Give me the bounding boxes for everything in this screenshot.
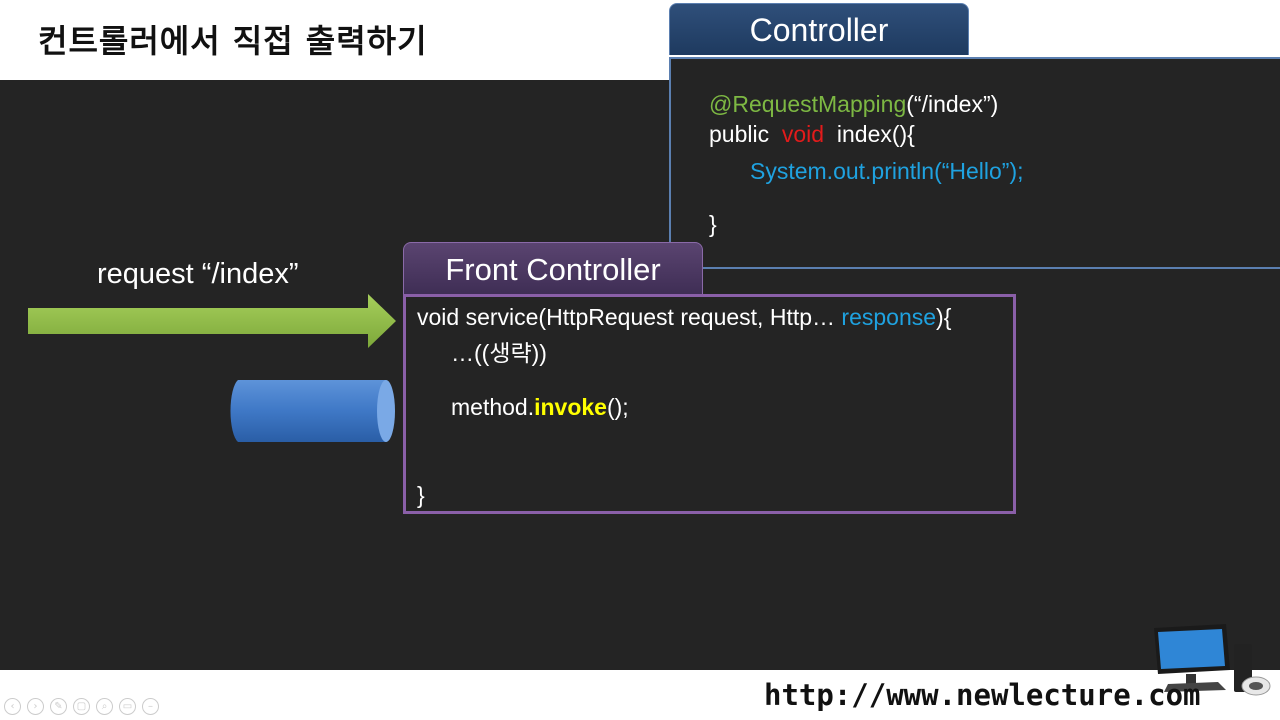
front-controller-tab: Front Controller [403, 242, 703, 294]
method-signature: index(){ [836, 121, 915, 147]
keyword-void: void [781, 121, 825, 147]
cylinder-icon [230, 380, 395, 442]
code-line-service: void service(HttpRequest request, Http… … [417, 304, 951, 331]
zoom-icon[interactable]: ⌕ [96, 698, 113, 715]
service-open-brace: ){ [936, 304, 952, 330]
controller-tab: Controller [669, 3, 969, 55]
arrow-right-icon [28, 294, 396, 348]
annotation-text: @RequestMapping [709, 91, 907, 117]
invoke-method: invoke [534, 394, 607, 420]
invoke-object: method. [451, 394, 535, 420]
annotation-arg: (“/index”) [906, 91, 999, 117]
code-line-annotation: @RequestMapping(“/index”) [709, 91, 998, 118]
slides-icon[interactable]: ▢ [73, 698, 90, 715]
request-label: request “/index” [97, 258, 299, 290]
code-line-method: public void index(){ [709, 121, 915, 148]
slide-title: 컨트롤러에서 직접 출력하기 [38, 22, 428, 60]
slideshow-controls: ‹ › ✎ ▢ ⌕ ▭ – [4, 698, 159, 715]
param-response: response [841, 304, 937, 330]
footer-url: http://www.newlecture.com [764, 678, 1201, 712]
more-icon[interactable]: – [142, 698, 159, 715]
slide-title-bar: 컨트롤러에서 직접 출력하기 [0, 0, 1280, 80]
code-line-println: System.out.println(“Hello”); [750, 158, 1024, 184]
prev-icon[interactable]: ‹ [4, 698, 21, 715]
front-controller-code-box: void service(HttpRequest request, Http… … [403, 294, 1016, 514]
subtitle-icon[interactable]: ▭ [119, 698, 136, 715]
footer-bar [0, 670, 1280, 720]
service-signature: void service(HttpRequest request, Http… [417, 304, 842, 330]
code-line-close: } [709, 211, 717, 237]
next-icon[interactable]: › [27, 698, 44, 715]
controller-code-box: @RequestMapping(“/index”) public void in… [669, 57, 1280, 269]
pen-icon[interactable]: ✎ [50, 698, 67, 715]
code-line-omitted: …((생략)) [451, 340, 547, 366]
code-line-service-close: } [417, 482, 425, 508]
code-line-invoke: method.invoke(); [451, 394, 629, 421]
keyword-public: public [709, 121, 770, 147]
invoke-call: (); [606, 394, 629, 420]
computer-icon [1154, 624, 1271, 696]
